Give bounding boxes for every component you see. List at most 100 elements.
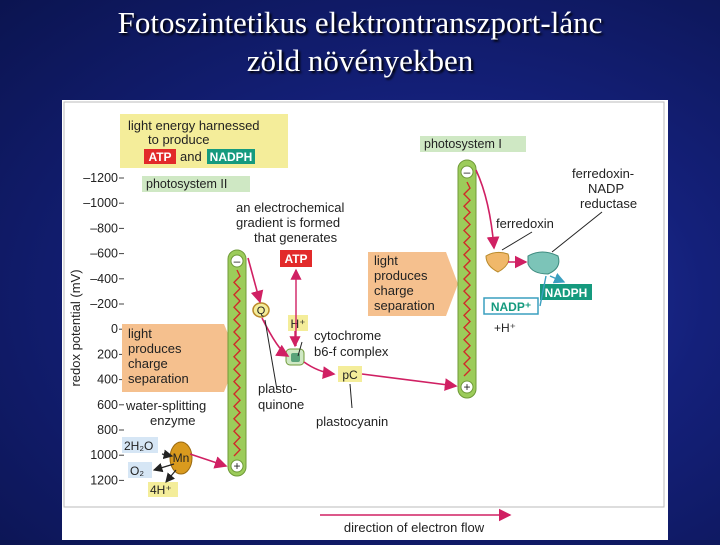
- four-h-label: 4H⁺: [150, 483, 172, 497]
- arrow-mn-to-psii: [189, 453, 228, 469]
- psi-excitation-wave: [463, 181, 471, 377]
- psi-plus-text: +: [463, 380, 470, 394]
- o2-label: O₂: [130, 464, 144, 478]
- arrow-cytochrome-to-pc: [303, 361, 336, 379]
- psii-minus-text: –: [234, 254, 241, 268]
- header-line1: light energy harnessed: [128, 118, 260, 133]
- nadph-badge-text: NADPH: [545, 286, 588, 300]
- gradient-text-1: an electrochemical: [236, 200, 344, 215]
- o2-box: [128, 462, 152, 478]
- light-arrow-right: [368, 252, 458, 316]
- y-tick-label: 200: [97, 347, 118, 361]
- title-line-1: Fotoszintetikus elektrontranszport-lánc: [117, 5, 603, 40]
- fnr-line2: NADP: [588, 181, 624, 196]
- mn-label: Mn: [173, 451, 190, 465]
- line-cytochrome-label: [297, 341, 303, 357]
- psi-minus-icon: [460, 165, 474, 179]
- light-left-1: light: [128, 326, 152, 341]
- arrow-psii-to-q: [247, 257, 264, 304]
- q-label: Q: [257, 305, 266, 317]
- light-left-2: produces: [128, 341, 182, 356]
- y-tick-label: –600: [90, 247, 118, 261]
- y-tick-label: 600: [97, 398, 118, 412]
- arrow-h2o-to-mn: [161, 449, 174, 460]
- arrow-mn-to-4h: [165, 469, 177, 483]
- pc-label: pC: [342, 368, 358, 382]
- y-tick-label: 400: [97, 373, 118, 387]
- light-right-3: charge: [374, 283, 414, 298]
- h-plus-text: H⁺: [291, 317, 306, 331]
- y-tick-label: 1000: [90, 448, 118, 462]
- inner-frame: [63, 101, 665, 508]
- y-tick-label: 1200: [90, 473, 118, 487]
- psi-label: photosystem I: [424, 137, 502, 151]
- arrow-fnr-to-nadph: [549, 272, 566, 284]
- plastocyanin-label: plastocyanin: [316, 414, 388, 429]
- line-ferredoxin-label: [501, 231, 533, 251]
- four-h-box: [148, 482, 178, 497]
- light-left-3: charge: [128, 356, 168, 371]
- y-tick-label: –800: [90, 221, 118, 235]
- h2o-box: [122, 437, 158, 453]
- direction-label: direction of electron flow: [344, 520, 485, 535]
- psi-bar: [457, 159, 477, 399]
- psii-plus-text: +: [233, 459, 240, 473]
- h-plus-box: [288, 315, 308, 331]
- nadp-plus-box: [483, 297, 539, 315]
- psii-bar: [227, 249, 247, 477]
- y-tick-label: –400: [90, 272, 118, 286]
- electron-flow-arrows: [152, 169, 603, 483]
- gradient-text-2: gradient is formed: [236, 215, 340, 230]
- psi-label-bg: [420, 136, 526, 152]
- atp-badge: [280, 250, 312, 267]
- title-line-2: zöld növényekben: [246, 43, 474, 78]
- psii-plus-icon: [230, 459, 244, 473]
- y-axis-label: redox potential (mV): [68, 269, 83, 386]
- header-atp-badge: [144, 149, 176, 164]
- y-axis-ticks: –1200 –1000 –800 –600 –400 –200 0 200 400 600 800 1…: [83, 171, 124, 487]
- plus-h-label: +H⁺: [494, 321, 516, 335]
- cytochrome-line2: b6-f complex: [314, 344, 389, 359]
- light-right-4: separation: [374, 298, 435, 313]
- diagram-panel: redox potential (mV) –1200–1000–800–600–…: [62, 100, 668, 540]
- y-tick-label: 0: [111, 322, 118, 336]
- atp-badge-text: ATP: [284, 252, 307, 266]
- line-fnr-label: [551, 211, 603, 253]
- gradient-text-3: that generates: [254, 230, 338, 245]
- fnr-shape: [527, 251, 560, 275]
- cytochrome-line1: cytochrome: [314, 328, 381, 343]
- light-left-4: separation: [128, 371, 189, 386]
- header-and-text: and: [180, 149, 202, 164]
- line-nadp-to-fnr: [539, 275, 547, 307]
- header-atp-text: ATP: [148, 150, 171, 164]
- psii-label: photosystem II: [146, 177, 227, 191]
- line-plastoquinone-to-q: [264, 319, 278, 391]
- psii-label-bg: [142, 176, 250, 192]
- arrow-q-to-cytochrome: [261, 317, 290, 357]
- plastoquinone-1: plasto-: [258, 381, 297, 396]
- fnr-line3: reductase: [580, 196, 637, 211]
- nadp-plus-label: NADP⁺: [491, 300, 531, 314]
- h2o-label: 2H₂O: [124, 439, 153, 453]
- ferredoxin-label: ferredoxin: [496, 216, 554, 231]
- slide-title: Fotoszintetikus elektrontranszport-lánc …: [0, 4, 720, 80]
- psii-minus-icon: [230, 254, 244, 268]
- y-tick-label: –1000: [83, 196, 118, 210]
- arrow-pc-to-psi: [361, 373, 458, 391]
- arrow-mn-to-o2: [152, 462, 175, 473]
- electron-transport-diagram: redox potential (mV) –1200–1000–800–600–…: [63, 101, 665, 535]
- water-enzyme-2: enzyme: [150, 413, 196, 428]
- y-tick-label: 800: [97, 423, 118, 437]
- y-tick-label: –1200: [83, 171, 118, 185]
- y-tick-label: –200: [90, 297, 118, 311]
- light-right-2: produces: [374, 268, 428, 283]
- plastoquinone-2: quinone: [258, 397, 304, 412]
- line-plastocyanin-to-pc: [349, 383, 353, 409]
- header-nadph-text: NADPH: [210, 150, 253, 164]
- header-line2: to produce: [148, 132, 209, 147]
- fnr-line1: ferredoxin-: [572, 166, 634, 181]
- water-enzyme-1: water-splitting: [125, 398, 206, 413]
- pc-box: [338, 366, 362, 382]
- psi-plus-icon: [460, 380, 474, 394]
- psi-minus-text: –: [464, 165, 471, 179]
